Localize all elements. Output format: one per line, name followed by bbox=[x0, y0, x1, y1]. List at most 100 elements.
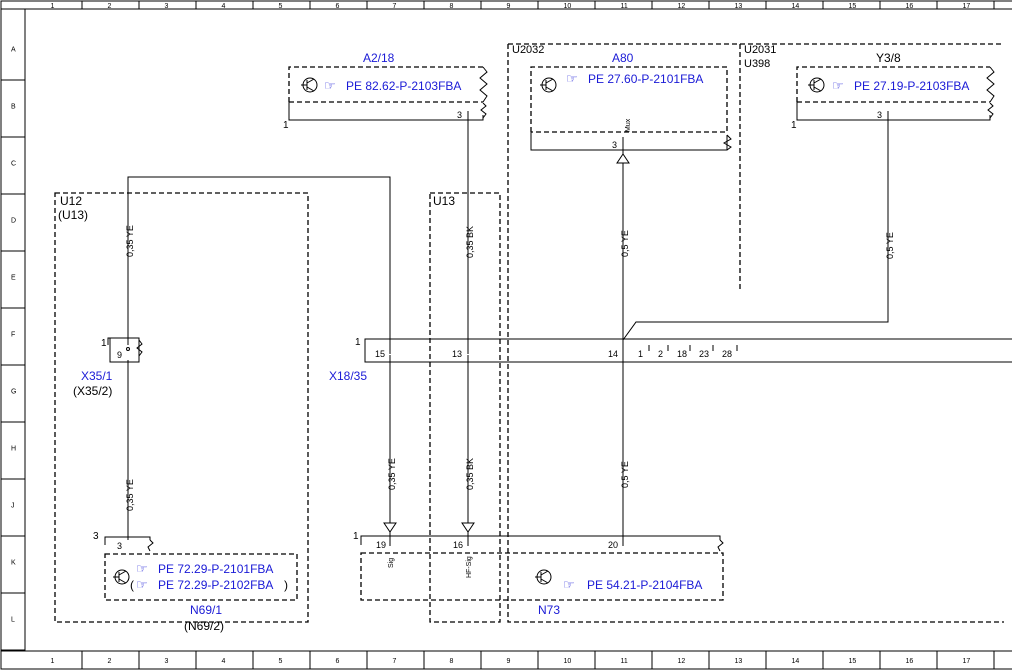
n73-label: N73 bbox=[538, 603, 560, 617]
n73-hf-sig-label: HF-Sig bbox=[466, 556, 473, 578]
control-unit-icon bbox=[808, 77, 825, 93]
grid-column-label: 3 bbox=[165, 3, 169, 10]
n69-1-ref1-link[interactable]: PE 72.29-P-2101FBA bbox=[158, 562, 273, 576]
n69-1-box bbox=[104, 553, 298, 601]
control-unit-icon bbox=[113, 569, 130, 585]
n69-1-ref2-link[interactable]: PE 72.29-P-2102FBA bbox=[158, 578, 273, 592]
wire-label: 0,5 YE bbox=[620, 230, 630, 257]
grid-column-label: 9 bbox=[507, 658, 511, 665]
wire-label: 0,5 YE bbox=[620, 461, 630, 488]
u398-code: U398 bbox=[744, 58, 770, 70]
n69-1-pin-outer: 3 bbox=[93, 531, 99, 542]
y3-8-ref-link[interactable]: PE 27.19-P-2103FBA bbox=[854, 79, 969, 93]
n73-pin: 20 bbox=[608, 540, 618, 550]
grid-column-label: 1 bbox=[51, 3, 55, 10]
wire-label: 0,35 BK bbox=[465, 226, 475, 258]
grid-row-label: B bbox=[11, 104, 16, 111]
wire-label: 0,35 BK bbox=[465, 458, 475, 490]
control-unit-icon bbox=[540, 77, 557, 93]
wire-label: 0,35 YE bbox=[387, 458, 397, 490]
x18-35-pin: 28 bbox=[722, 349, 732, 359]
y3-8-box bbox=[796, 66, 990, 102]
grid-column-label: 1 bbox=[51, 658, 55, 665]
n73-pin: 16 bbox=[453, 540, 463, 550]
grid-column-label: 3 bbox=[165, 658, 169, 665]
a2-18-ref-link[interactable]: PE 82.62-P-2103FBA bbox=[346, 79, 461, 93]
pin-markers bbox=[389, 345, 738, 354]
a2-18-pin-right: 3 bbox=[457, 110, 462, 120]
x18-35-pin: 1 bbox=[638, 349, 643, 359]
x35-1-alt: (X35/2) bbox=[73, 384, 112, 398]
grid-row-label: K bbox=[11, 560, 16, 567]
n73-box bbox=[360, 552, 724, 601]
y3-8-pin-right: 3 bbox=[877, 110, 882, 120]
grid-column-label: 7 bbox=[393, 3, 397, 10]
x18-35-pin: 13 bbox=[452, 349, 462, 359]
grid-row-label: G bbox=[11, 389, 16, 396]
grid-column-label: 10 bbox=[564, 3, 572, 10]
u2032-code: U2032 bbox=[512, 44, 544, 56]
grid-column-label: 15 bbox=[849, 658, 857, 665]
pointer-icon[interactable]: ☞ bbox=[136, 561, 148, 576]
grid-column-label: 15 bbox=[849, 3, 857, 10]
n69-1-alt: (N69/2) bbox=[184, 619, 224, 633]
grid-column-label: 16 bbox=[906, 658, 914, 665]
wire-y3-8 bbox=[622, 111, 889, 341]
x35-1-label: X35/1 bbox=[81, 369, 113, 383]
grid-column-label: 4 bbox=[222, 3, 226, 10]
grid-column-label: 2 bbox=[108, 3, 112, 10]
x18-35-pin: 14 bbox=[608, 349, 618, 359]
control-unit-icon bbox=[301, 77, 318, 93]
x18-35-pin-outer: 1 bbox=[355, 337, 361, 348]
grid-column-label: 12 bbox=[678, 658, 686, 665]
pointer-icon[interactable]: ☞ bbox=[832, 78, 844, 93]
u13-code: U13 bbox=[433, 194, 455, 208]
control-unit-icon bbox=[535, 569, 552, 585]
a80-label: A80 bbox=[612, 51, 634, 65]
u13-boundary bbox=[429, 192, 501, 623]
grid-column-label: 10 bbox=[564, 658, 572, 665]
grid-row-label: C bbox=[11, 161, 16, 168]
pointer-icon[interactable]: ☞ bbox=[566, 71, 578, 86]
a80-pin: 3 bbox=[612, 140, 617, 150]
u2032-boundary bbox=[507, 44, 1004, 623]
n73-pin: 19 bbox=[376, 540, 386, 550]
grid-column-label: 13 bbox=[735, 3, 743, 10]
grid-column-label: 4 bbox=[222, 658, 226, 665]
grid-column-label: 17 bbox=[963, 3, 971, 10]
svg-text:(: ( bbox=[130, 578, 134, 592]
grid-row-label: J bbox=[11, 503, 15, 510]
n69-1-label: N69/1 bbox=[190, 603, 222, 617]
arrow-icon bbox=[383, 522, 397, 533]
x18-35-label: X18/35 bbox=[329, 369, 367, 383]
grid-column-label: 9 bbox=[507, 3, 511, 10]
grid-column-label: 2 bbox=[108, 658, 112, 665]
grid-column-label: 14 bbox=[792, 658, 800, 665]
n69-1-pin-inner: 3 bbox=[117, 541, 122, 551]
y3-8-pin-left: 1 bbox=[791, 120, 797, 131]
a2-18-box bbox=[288, 66, 483, 102]
grid-row-label: L bbox=[11, 617, 15, 624]
grid-row-label: A bbox=[11, 47, 16, 54]
u12-code: U12 bbox=[60, 194, 82, 208]
n73-ref-link[interactable]: PE 54.21-P-2104FBA bbox=[587, 578, 702, 592]
x18-35-pin: 18 bbox=[677, 349, 687, 359]
pointer-icon[interactable]: ☞ bbox=[136, 577, 148, 592]
a80-box bbox=[530, 66, 728, 133]
pointer-icon[interactable]: ☞ bbox=[324, 78, 336, 93]
grid-row-label: F bbox=[11, 332, 15, 339]
pointer-icon[interactable]: ☞ bbox=[563, 577, 575, 592]
a80-ref-link[interactable]: PE 27.60-P-2101FBA bbox=[588, 72, 703, 86]
grid-column-label: 11 bbox=[621, 3, 628, 10]
svg-text:): ) bbox=[284, 578, 288, 592]
grid-column-label: 8 bbox=[450, 658, 454, 665]
wire-label: 0,5 YE bbox=[885, 232, 895, 259]
grid-column-label: 7 bbox=[393, 658, 397, 665]
a2-18-label: A2/18 bbox=[363, 51, 395, 65]
wire-label: 0,35 YE bbox=[125, 225, 135, 257]
a80-sig-label: Mux bbox=[625, 118, 632, 132]
wire-ye-left-top bbox=[127, 176, 391, 348]
grid-column-label: 5 bbox=[279, 3, 283, 10]
